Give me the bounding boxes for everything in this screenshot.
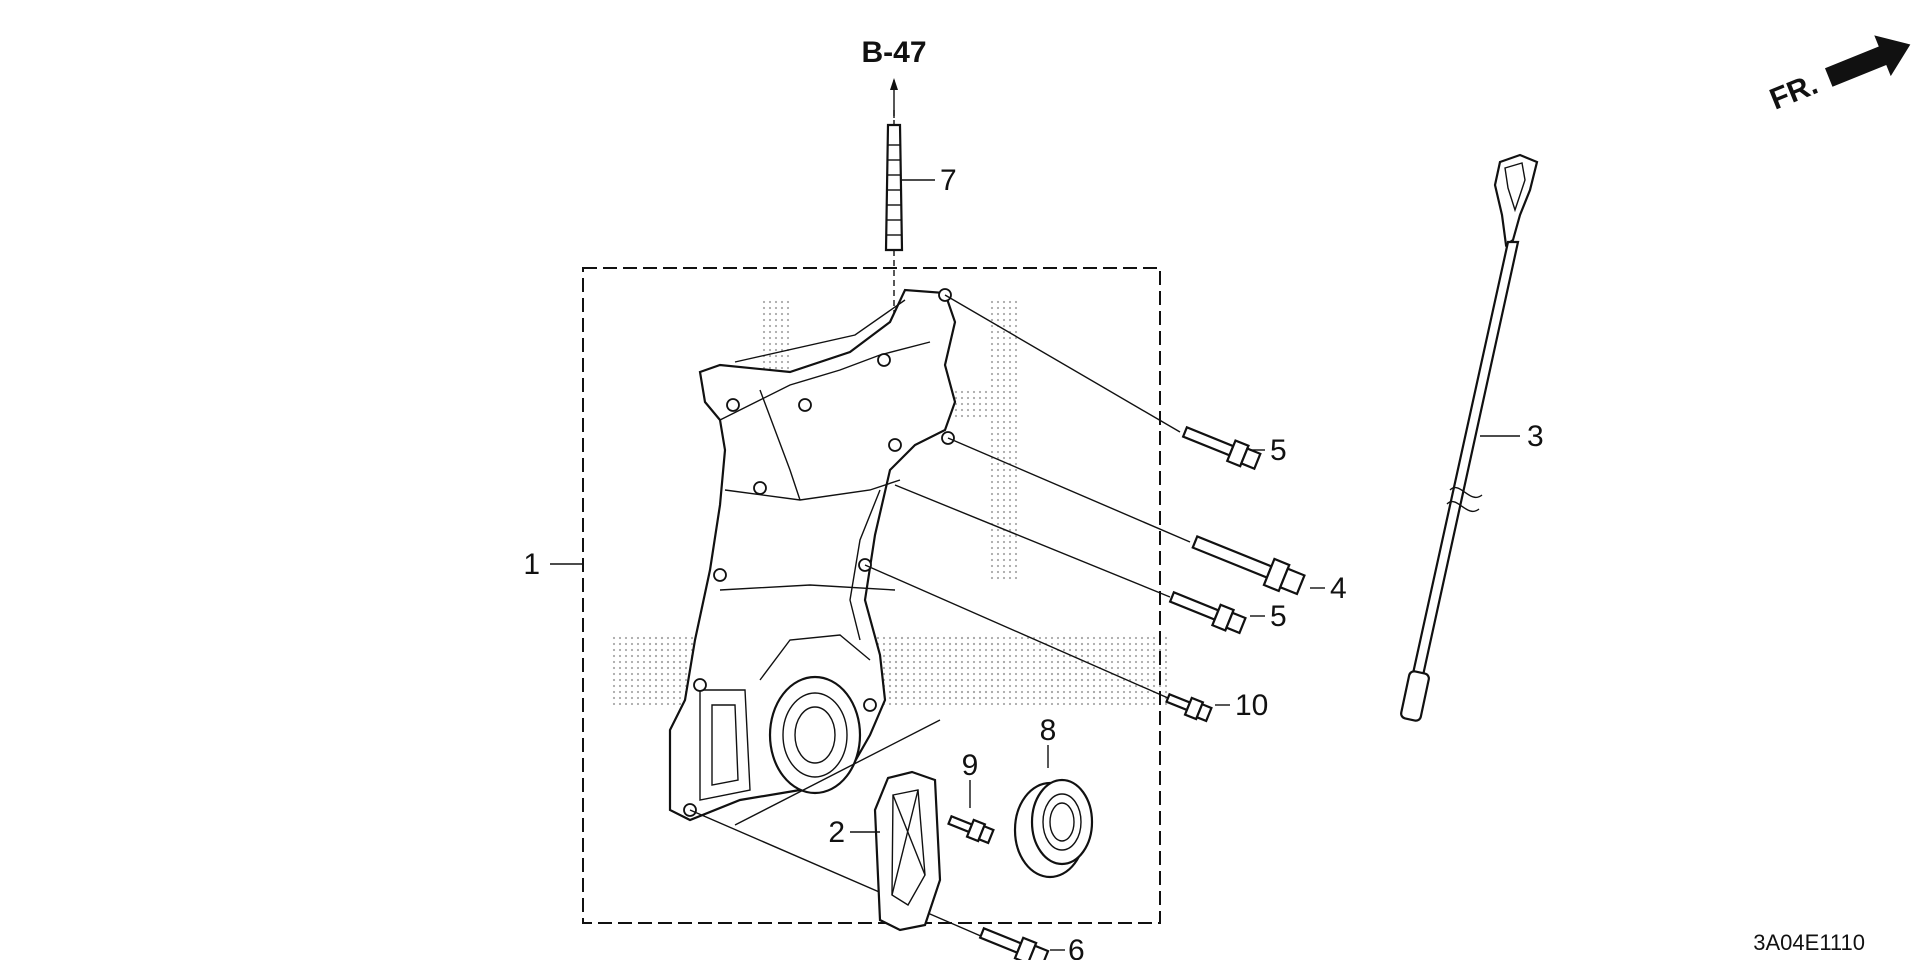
callout-5-upper[interactable]: 5 [1270, 434, 1287, 467]
flange-bolt-bottom-part [978, 926, 1050, 965]
flange-bolt-lower-part [1168, 590, 1247, 635]
callout-4[interactable]: 4 [1330, 572, 1347, 605]
callout-3[interactable]: 3 [1527, 420, 1544, 453]
callout-6[interactable]: 6 [1068, 934, 1085, 965]
front-label: FR. [1765, 68, 1822, 117]
chain-case-part [668, 288, 957, 822]
callout-9[interactable]: 9 [962, 749, 979, 782]
assembly-box [582, 267, 1161, 924]
callout-7[interactable]: 7 [940, 164, 957, 197]
callout-leaders [550, 179, 1520, 951]
front-arrow-icon: FR. [1765, 35, 1911, 117]
stud-bolt-part [884, 110, 904, 360]
callout-5-lower[interactable]: 5 [1270, 600, 1287, 633]
oil-level-gauge-part [1400, 153, 1539, 722]
reference-label[interactable]: B-47 [861, 36, 926, 69]
callout-1[interactable]: 1 [523, 548, 540, 581]
small-bolt-side-part [1165, 692, 1213, 723]
flange-bolt-large-part [1191, 535, 1306, 596]
diagram-code: 3A04E1110 [1753, 930, 1865, 955]
callout-2[interactable]: 2 [828, 816, 845, 849]
leader-lines [689, 294, 1191, 941]
cover-plate-part [873, 770, 942, 932]
small-bolt-part [947, 814, 995, 845]
flange-bolt-upper-part [1181, 425, 1262, 471]
callout-8[interactable]: 8 [1040, 714, 1057, 747]
callout-10[interactable]: 10 [1235, 689, 1268, 722]
oil-seal-part [1013, 778, 1094, 879]
